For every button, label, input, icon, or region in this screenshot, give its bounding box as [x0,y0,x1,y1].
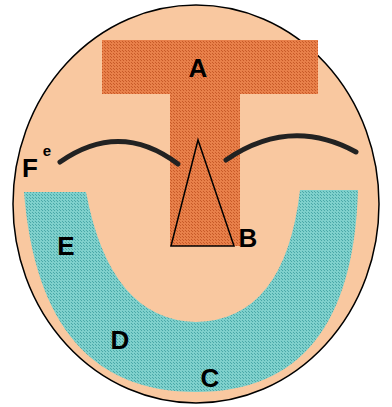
part-label: e [43,143,51,158]
part-label: C [201,365,220,391]
nose-triangle [171,140,234,246]
right-eyebrow [226,136,356,160]
left-eyebrow [60,141,178,164]
part-label: A [189,55,208,81]
face-oval [13,5,379,403]
part-label: E [57,233,74,259]
part-label: D [111,327,130,353]
part-label: B [239,225,258,251]
part-label: F [22,155,38,181]
